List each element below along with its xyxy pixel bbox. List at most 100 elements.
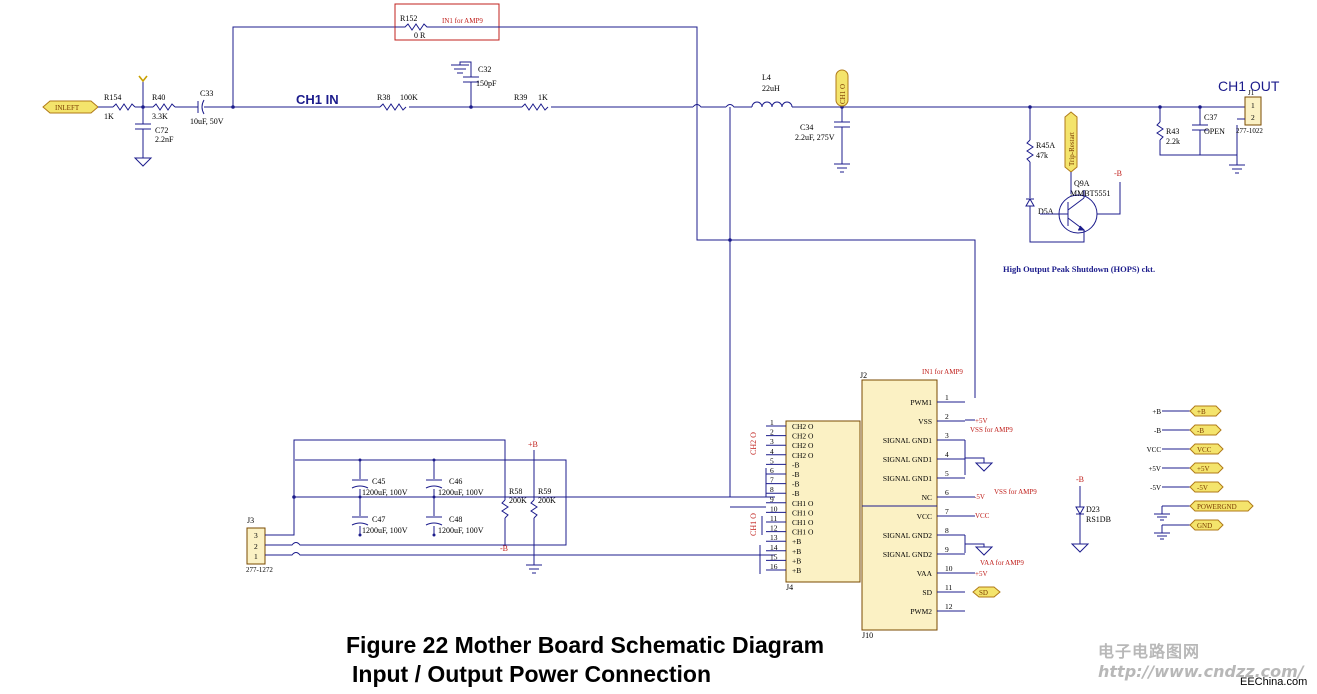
svg-text:2.2nF: 2.2nF <box>155 135 174 144</box>
caption-line-1: Figure 22 Mother Board Schematic Diagram <box>346 632 825 658</box>
svg-text:10uF, 50V: 10uF, 50V <box>190 117 224 126</box>
svg-text:VCC: VCC <box>975 512 990 520</box>
ground-icon <box>974 462 994 472</box>
j4-pin-number: 5 <box>770 456 774 465</box>
j4-pin-number: 6 <box>770 466 774 475</box>
svg-text:IN1 for AMP9: IN1 for AMP9 <box>442 17 483 25</box>
svg-text:R43: R43 <box>1166 127 1179 136</box>
svg-text:2.2k: 2.2k <box>1166 137 1180 146</box>
inductor-l4: L4 22uH <box>751 73 793 108</box>
transistor-q9a: Q9A MMBT5551 <box>1058 179 1110 234</box>
j2-pin-number: 11 <box>945 583 952 592</box>
net-port <box>1189 500 1254 512</box>
net-port <box>1189 519 1224 531</box>
j4-pin-name: CH2 O <box>792 422 814 431</box>
j4-pin-name: CH2 O <box>792 441 814 450</box>
svg-text:D23: D23 <box>1086 505 1100 514</box>
svg-text:Trip-Restart: Trip-Restart <box>1068 132 1076 166</box>
j2-pin-name: SIGNAL GND2 <box>883 531 932 540</box>
j2-pin-number: 9 <box>945 545 949 554</box>
j2-pin-number: 8 <box>945 526 949 535</box>
svg-text:1200uF, 100V: 1200uF, 100V <box>438 526 484 535</box>
resistor-r39: R39 1K <box>514 93 549 111</box>
svg-text:OPEN: OPEN <box>1204 127 1225 136</box>
j4-pin-number: 3 <box>770 437 774 446</box>
svg-text:1200uF, 100V: 1200uF, 100V <box>362 488 408 497</box>
svg-text:3.3K: 3.3K <box>152 112 168 121</box>
svg-text:1K: 1K <box>538 93 548 102</box>
j4-pin-number: 16 <box>770 562 778 571</box>
connector-j3: 3 2 1 J3 277-1272 <box>246 516 273 574</box>
svg-text:J4: J4 <box>786 583 793 592</box>
svg-text:2: 2 <box>254 542 258 551</box>
svg-text:CH2 O: CH2 O <box>749 432 758 455</box>
j2-pin-name: VAA <box>917 569 933 578</box>
net-map-source: +5V <box>1148 465 1161 473</box>
svg-text:1200uF, 100V: 1200uF, 100V <box>362 526 408 535</box>
j4-pin-number: 13 <box>770 533 778 542</box>
j4-pin-number: 15 <box>770 552 778 561</box>
svg-text:-B: -B <box>1114 169 1122 178</box>
svg-text:D5A: D5A <box>1038 207 1054 216</box>
resistor-r38: R38 100K <box>377 93 418 111</box>
net-map-source: VCC <box>1147 446 1162 454</box>
net-map-source: -5V <box>1150 484 1161 492</box>
j2-pin-name: VCC <box>917 512 932 521</box>
ground-icon <box>974 546 994 556</box>
svg-text:RS1DB: RS1DB <box>1086 515 1111 524</box>
svg-text:R45A: R45A <box>1036 141 1055 150</box>
j2-pin-number: 10 <box>945 564 953 573</box>
j4-pin-number: 7 <box>770 476 774 485</box>
diode-d23: -B D23 RS1DB <box>1070 475 1111 553</box>
net-port <box>1189 424 1222 436</box>
net-port <box>1189 443 1224 455</box>
net-port-label: POWERGND <box>1197 503 1237 511</box>
j4-pin-number: 1 <box>770 418 774 427</box>
j4-pin-number: 8 <box>770 485 774 494</box>
j2-pin-name: PWM1 <box>910 398 932 407</box>
capacitor-c34: C34 2.2uF, 275V <box>795 107 850 164</box>
j4-pin-name: CH2 O <box>792 432 814 441</box>
svg-text:SD: SD <box>979 589 988 597</box>
j4-pin-name: CH1 O <box>792 508 814 517</box>
sd-port: SD <box>972 586 1001 598</box>
connector-j1: 1 2 J1 277-1022 <box>1236 89 1263 135</box>
j4-pin-name: CH1 O <box>792 528 814 537</box>
j2-pin-number: 4 <box>945 450 949 459</box>
j2-pin-name: SD <box>922 588 932 597</box>
net-port-label: -B <box>1197 427 1204 435</box>
svg-text:C45: C45 <box>372 477 385 486</box>
net-map-row: +B+B <box>1152 405 1222 417</box>
inleft-port: INLEFT <box>42 100 99 114</box>
net-port-label: GND <box>1197 522 1212 530</box>
net-map-source: +B <box>1152 408 1161 416</box>
svg-text:High Output Peak Shutdown (HOP: High Output Peak Shutdown (HOPS) ckt. <box>1003 264 1155 274</box>
svg-text:C46: C46 <box>449 477 462 486</box>
svg-text:-B: -B <box>500 544 508 553</box>
capacitor-c48: C48 1200uF, 100V <box>425 497 484 535</box>
ground-icon <box>1070 543 1090 553</box>
ground-icon <box>1154 525 1170 540</box>
trip-restart-port: Trip-Restart <box>1064 111 1078 173</box>
j2-pin-name: VSS <box>918 417 932 426</box>
resistor-r58: R58 200K <box>501 487 527 545</box>
ch1o-port: CH1 O <box>835 69 849 107</box>
svg-text:C72: C72 <box>155 126 168 135</box>
svg-text:VAA for AMP9: VAA for AMP9 <box>980 559 1024 567</box>
capacitor-c72: C72 2.2nF <box>135 107 174 158</box>
svg-text:L4: L4 <box>762 73 771 82</box>
svg-text:1: 1 <box>1251 101 1255 110</box>
resistor-r152: R152 0 R IN1 for AMP9 <box>395 14 483 40</box>
svg-text:R40: R40 <box>152 93 165 102</box>
capacitor-c45: C45 1200uF, 100V <box>351 460 408 497</box>
svg-text:3: 3 <box>254 531 258 540</box>
resistor-r45a: R45A 47k <box>1026 107 1055 163</box>
ground-icon <box>1229 164 1245 174</box>
j2-pin-number: 7 <box>945 507 949 516</box>
ground-icon <box>451 64 469 74</box>
j4-pin-number: 2 <box>770 428 774 437</box>
svg-text:+5V: +5V <box>975 570 988 578</box>
